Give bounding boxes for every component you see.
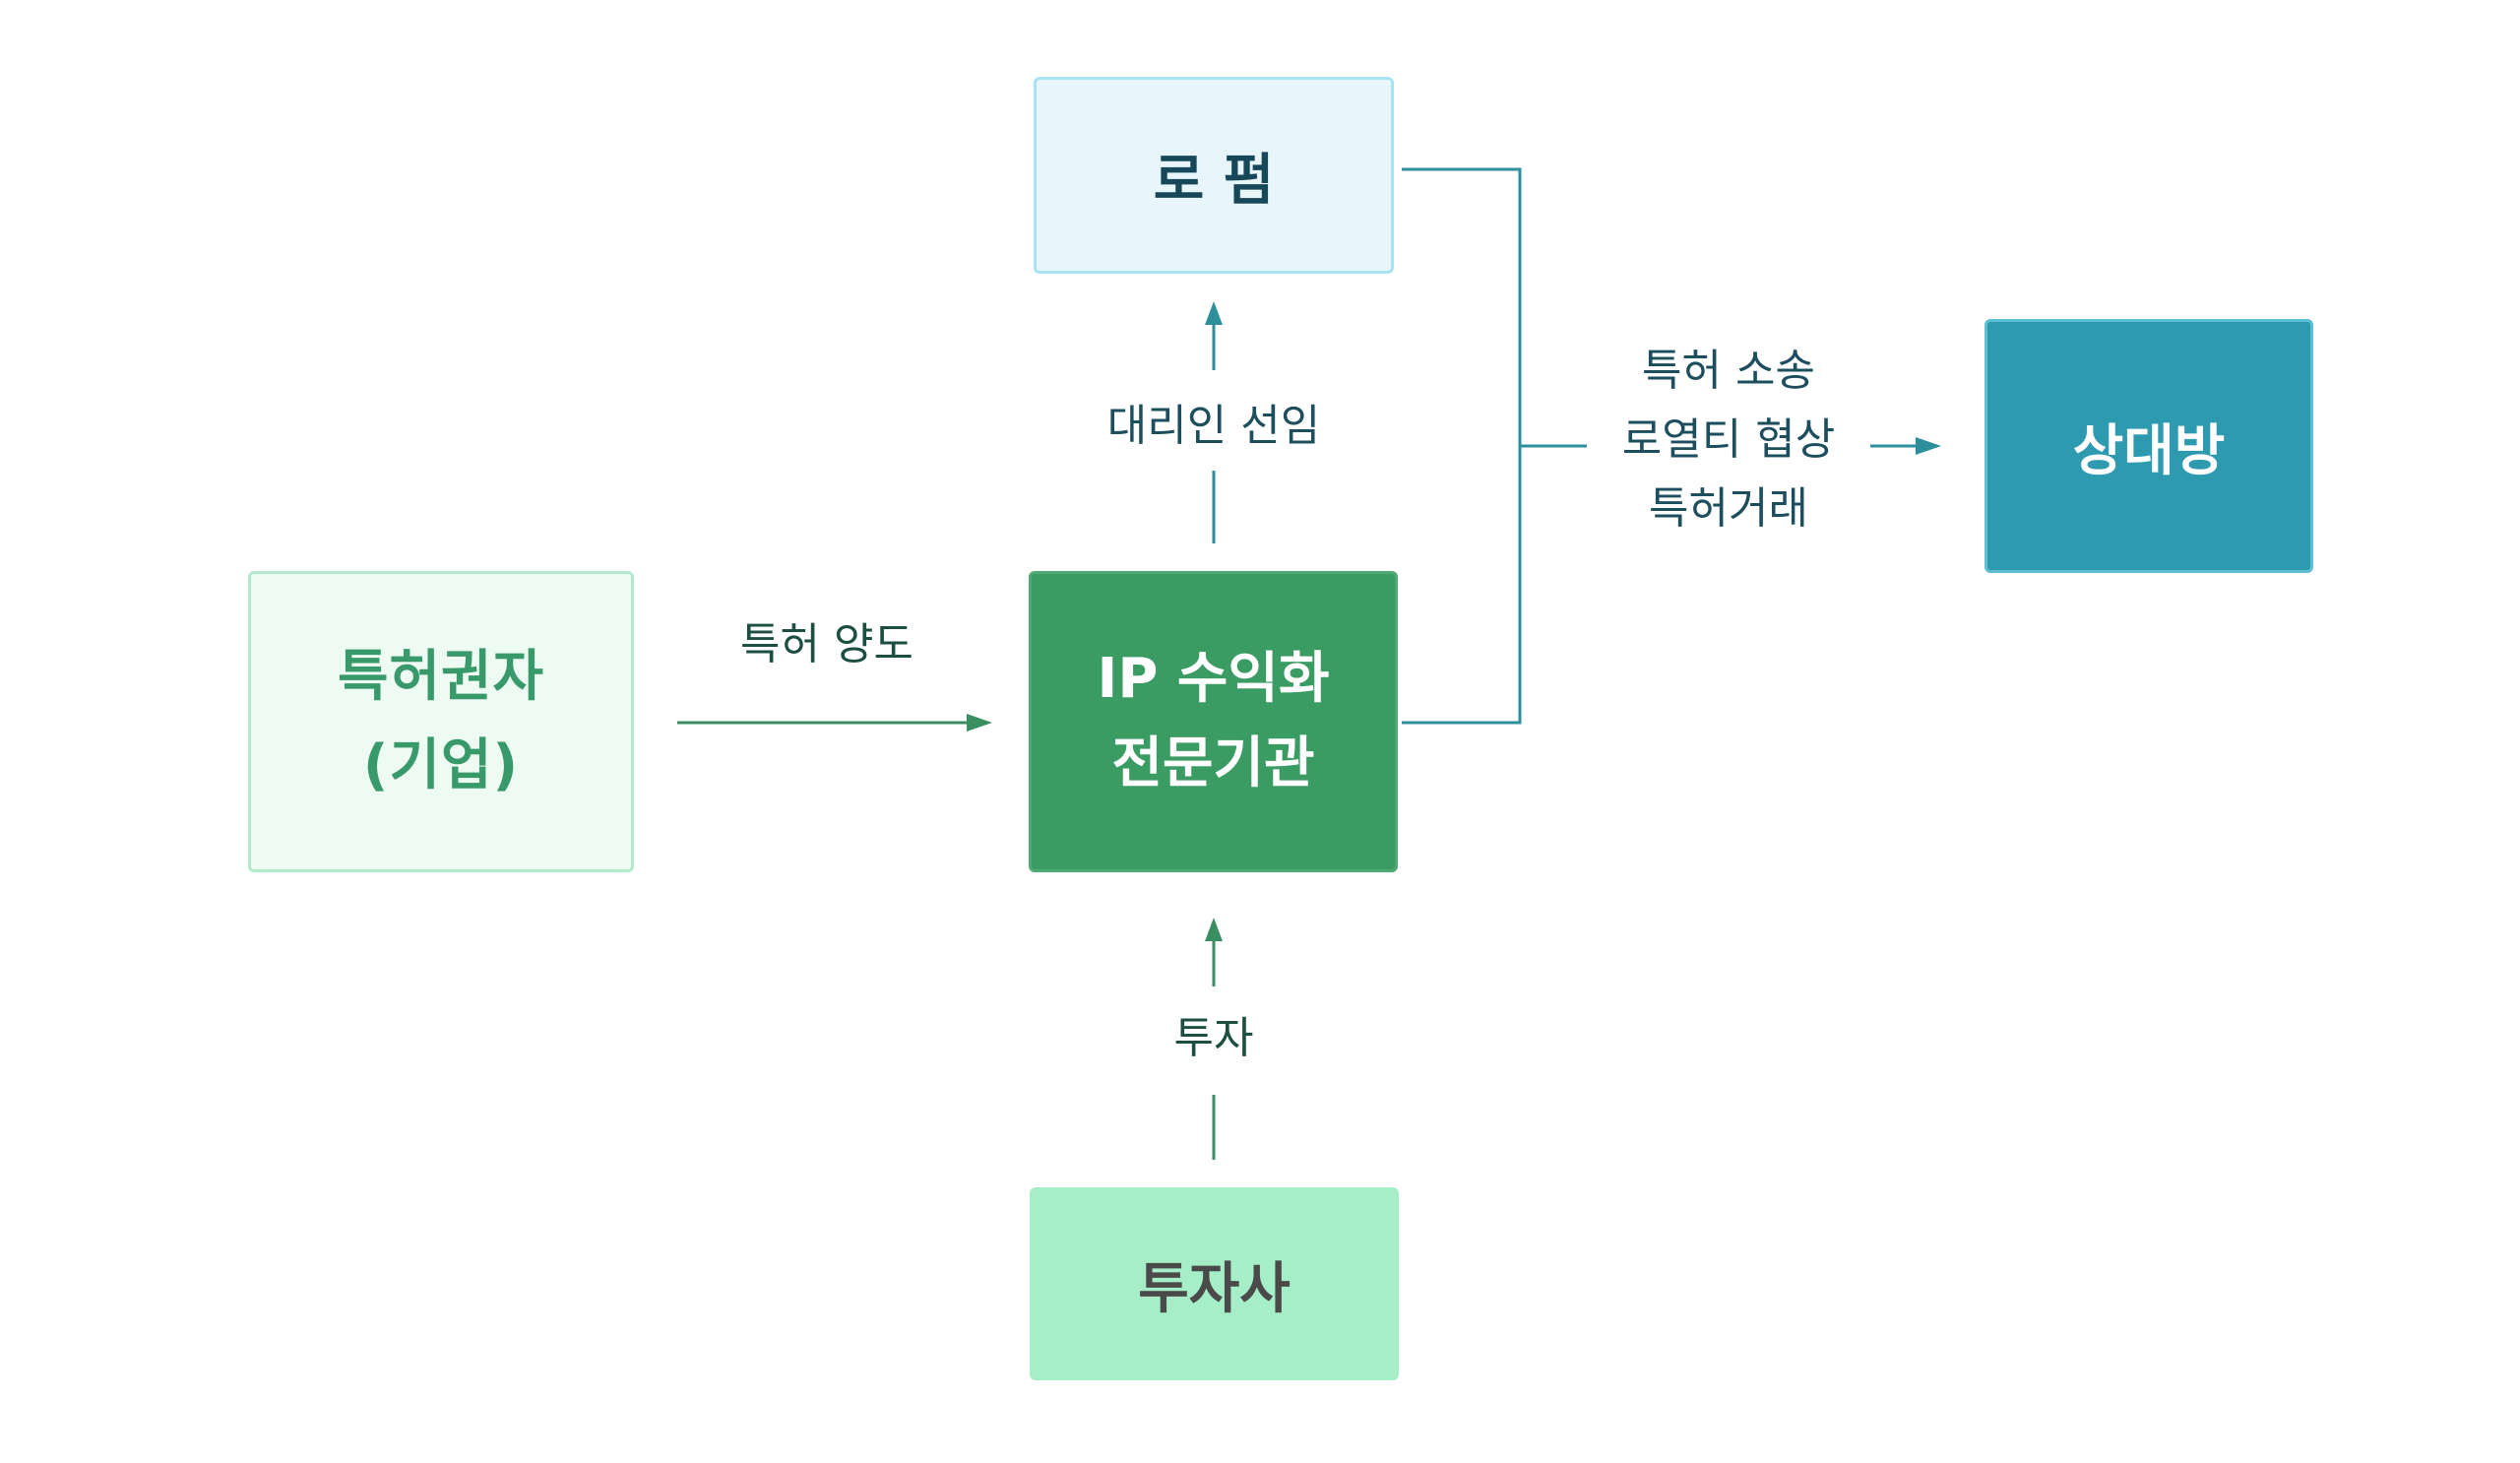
transfer-arrow	[677, 714, 992, 732]
counterparty-node: 상대방	[1984, 319, 2313, 573]
invest-arrow	[1205, 918, 1223, 986]
patent-owner-node: 특허권자 (기업)	[248, 571, 634, 872]
investment-label: 투자	[1173, 1013, 1254, 1063]
patent-owner-label: 특허권자	[337, 645, 545, 709]
counterparty-arrow	[1870, 437, 1941, 455]
appoint-agent-label: 대리인 선임	[1106, 401, 1321, 451]
action-royalty-label: 로열티 협상	[1621, 414, 1836, 465]
patent-owner-sublabel: (기업)	[362, 733, 520, 797]
action-litigation-label: 특허 소송	[1642, 346, 1815, 396]
action-labels: 특허 소송 로열티 협상 특허거래	[1622, 337, 1835, 543]
investor-label: 투자사	[1138, 1256, 1291, 1321]
bracket-connector	[1402, 167, 1522, 725]
law-firm-node: 로 펌	[1034, 77, 1394, 274]
action-trade-label: 특허거래	[1649, 483, 1808, 534]
ip-agency-node: IP 수익화 전문기관	[1029, 571, 1398, 872]
appoint-arrow	[1205, 301, 1223, 370]
investor-node: 투자사	[1030, 1187, 1399, 1380]
law-firm-label: 로 펌	[1153, 148, 1275, 213]
ip-agency-label-line1: IP 수익화	[1097, 647, 1330, 711]
ip-agency-label-line2: 전문기관	[1111, 732, 1315, 795]
patent-transfer-label: 특허 양도	[740, 619, 914, 669]
counterparty-label: 상대방	[2072, 418, 2226, 483]
